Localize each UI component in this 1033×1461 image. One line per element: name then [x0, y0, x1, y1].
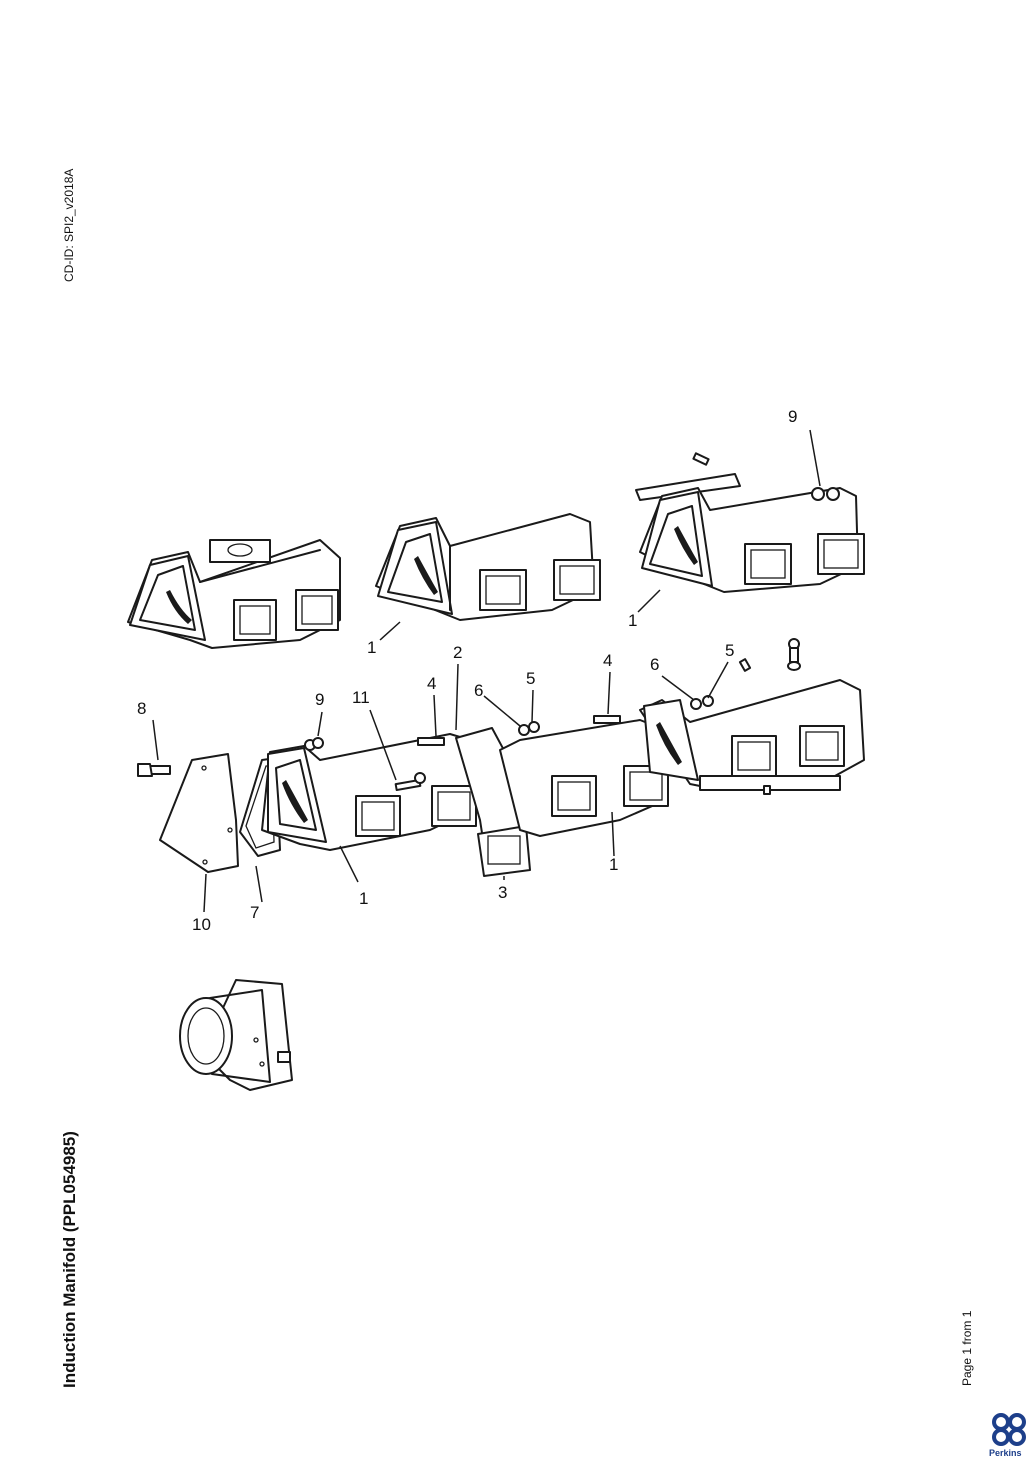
callout-3: 3: [498, 883, 507, 902]
callout-5-right: 5: [725, 641, 734, 660]
callout-1-lower-center: 1: [609, 855, 618, 874]
callout-2: 2: [453, 643, 462, 662]
callout-6-left: 6: [474, 681, 483, 700]
callout-4-left: 4: [427, 674, 436, 693]
callout-6-right: 6: [650, 655, 659, 674]
callout-labels: 9 1 1 2 4 5 6 4 6 5 8 9 11 1 1 3 10 7: [137, 407, 797, 934]
leader-lines: [152, 661, 729, 913]
callout-8: 8: [137, 699, 146, 718]
callout-4-right: 4: [603, 651, 612, 670]
callout-9-top: 9: [788, 407, 797, 426]
brand-name: Perkins: [989, 1448, 1022, 1458]
main-manifold-assembly: [137, 638, 865, 877]
callout-1-top-right: 1: [628, 611, 637, 630]
manifold-section-top-center: [375, 513, 601, 641]
manifold-section-top-right: [635, 429, 865, 613]
callout-11: 11: [352, 688, 370, 707]
callout-5-left: 5: [526, 669, 535, 688]
callout-7: 7: [250, 903, 259, 922]
elbow-outlet: [179, 979, 293, 1091]
callout-9-lower: 9: [315, 690, 324, 709]
callout-10: 10: [192, 915, 211, 934]
manifold-section-top-left: [127, 539, 341, 649]
callout-1-top-center: 1: [367, 638, 376, 657]
callout-1-lower-left: 1: [359, 889, 368, 908]
perkins-logo-icon: [992, 1413, 1026, 1446]
